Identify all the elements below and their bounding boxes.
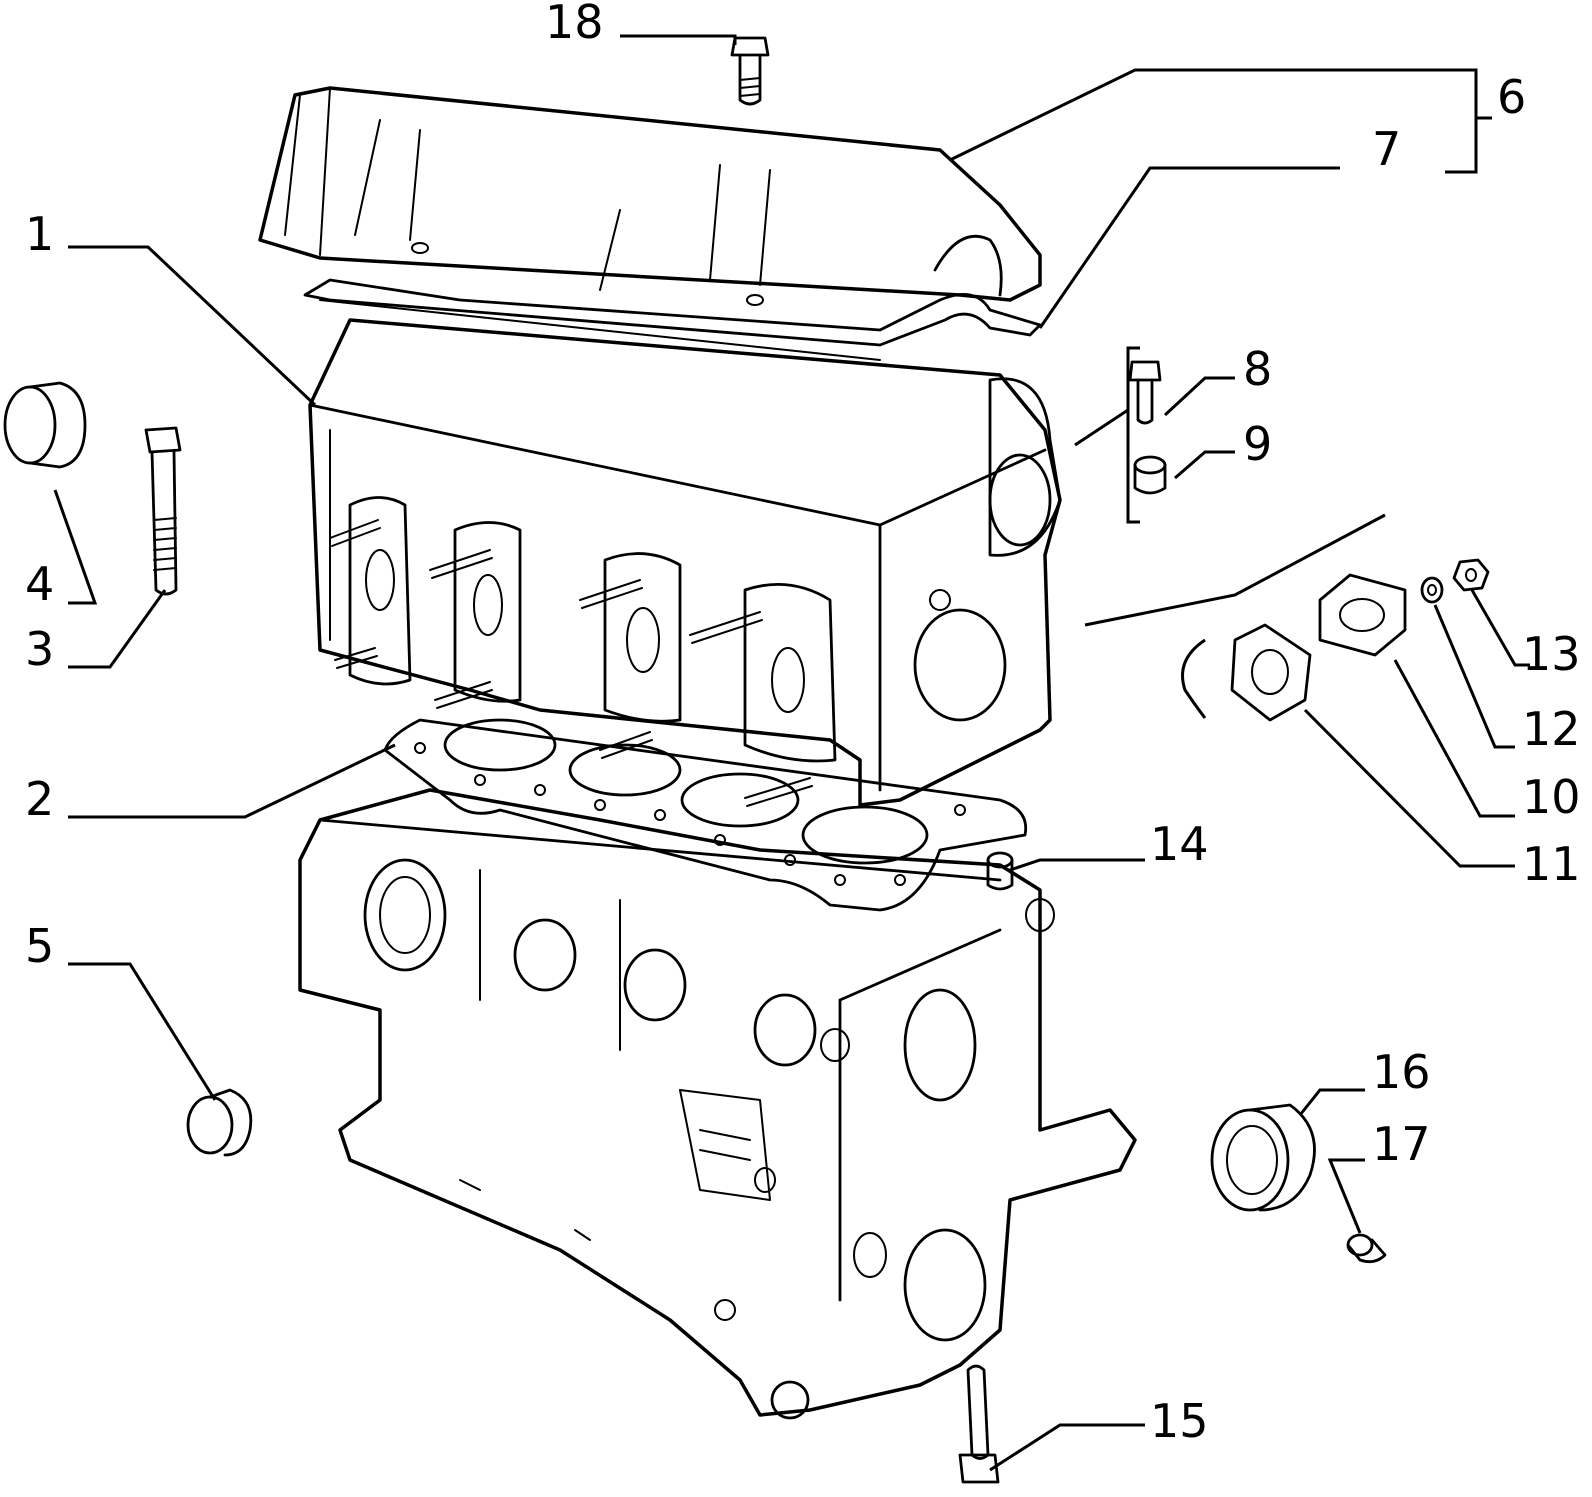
callout-5: 5 bbox=[25, 919, 54, 973]
dowel-9 bbox=[1133, 455, 1167, 495]
callout-14: 14 bbox=[1150, 817, 1209, 871]
nut-13 bbox=[1452, 558, 1490, 592]
callout-7: 7 bbox=[1372, 122, 1401, 176]
head-bolt-3 bbox=[144, 426, 182, 596]
bolt-18 bbox=[730, 36, 770, 106]
flange-10 bbox=[1318, 573, 1407, 657]
callout-8: 8 bbox=[1243, 342, 1272, 396]
callout-1: 1 bbox=[25, 207, 54, 261]
gasket-11 bbox=[1230, 623, 1312, 722]
callout-9: 9 bbox=[1243, 417, 1272, 471]
callout-13: 13 bbox=[1522, 627, 1581, 681]
callout-2: 2 bbox=[25, 772, 54, 826]
cylinder-block bbox=[298, 788, 1137, 1420]
callout-numbers: 1 2 3 4 5 6 7 8 9 10 11 12 13 14 15 16 1… bbox=[25, 0, 1581, 1448]
callout-18: 18 bbox=[545, 0, 604, 49]
cylinder-head bbox=[308, 318, 1062, 807]
dowel-14 bbox=[986, 851, 1014, 891]
cam-cover-gasket bbox=[303, 278, 1042, 361]
head-gasket bbox=[383, 718, 1028, 912]
washer-12 bbox=[1420, 576, 1444, 604]
callout-12: 12 bbox=[1522, 702, 1581, 756]
callout-11: 11 bbox=[1522, 837, 1581, 891]
callout-3: 3 bbox=[25, 622, 54, 676]
seal-16 bbox=[1210, 1103, 1316, 1212]
callout-6: 6 bbox=[1497, 70, 1526, 124]
callout-17: 17 bbox=[1372, 1117, 1431, 1171]
bolt-15 bbox=[958, 1364, 1000, 1484]
callout-15: 15 bbox=[1150, 1394, 1209, 1448]
leader-lines bbox=[53, 34, 1530, 1472]
cam-cover bbox=[258, 86, 1042, 306]
callout-16: 16 bbox=[1372, 1045, 1431, 1099]
bolt-8 bbox=[1128, 360, 1162, 425]
plug-17 bbox=[1346, 1233, 1387, 1264]
plug-4 bbox=[3, 381, 87, 469]
callout-10: 10 bbox=[1522, 770, 1581, 824]
seal-5 bbox=[186, 1088, 253, 1157]
callout-4: 4 bbox=[25, 557, 54, 611]
